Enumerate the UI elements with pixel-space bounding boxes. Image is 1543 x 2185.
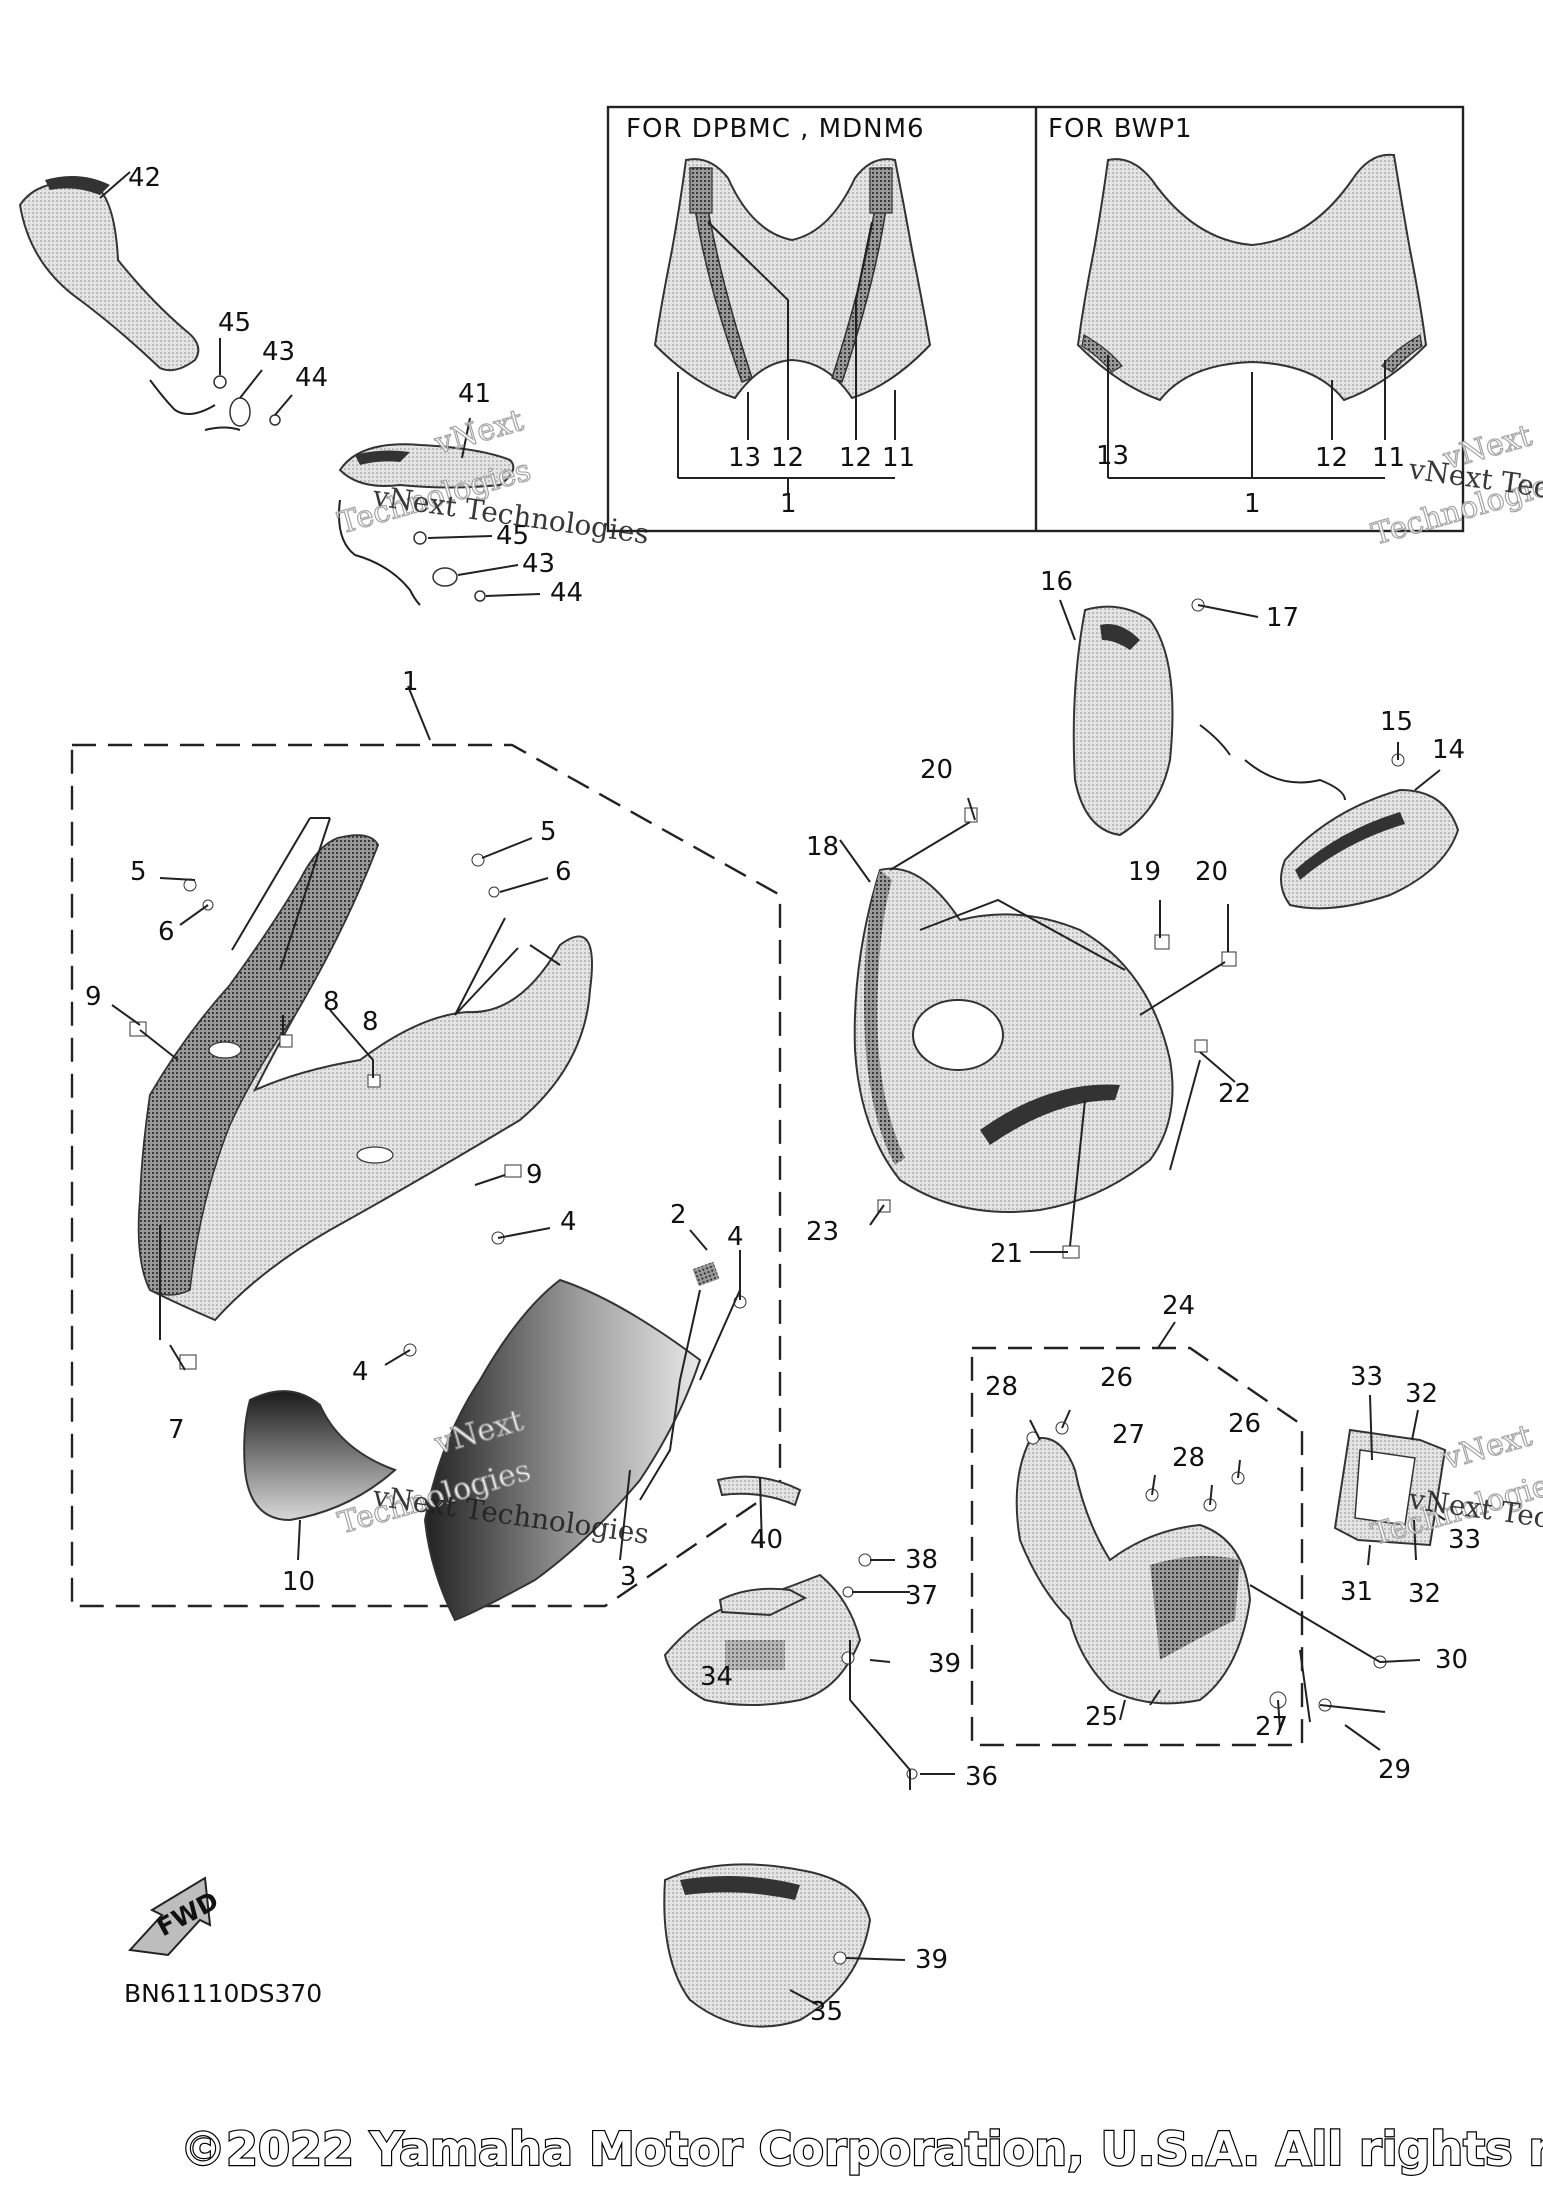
- svg-text:28: 28: [1172, 1443, 1205, 1473]
- lower-under-cover: 39 35: [663, 1863, 948, 2028]
- svg-text:7: 7: [168, 1415, 185, 1445]
- svg-text:2: 2: [670, 1200, 687, 1230]
- svg-text:10: 10: [282, 1567, 315, 1597]
- lower-lip: [243, 1390, 397, 1522]
- variant-box: FOR DPBMC , MDNM6 FOR BWP1 13 12 12 11 1…: [606, 105, 1465, 533]
- svg-text:33: 33: [1350, 1362, 1383, 1392]
- svg-text:4: 4: [727, 1222, 744, 1252]
- copyright-notice: ©2022 Yamaha Motor Corporation, U.S.A. A…: [180, 2122, 1543, 2176]
- svg-text:20: 20: [1195, 857, 1228, 887]
- upper-cowling-variant-2: [1076, 153, 1428, 402]
- svg-text:30: 30: [1435, 1645, 1468, 1675]
- diagram-code: BN61110DS370: [124, 1979, 322, 2008]
- svg-text:14: 14: [1432, 735, 1465, 765]
- svg-text:11: 11: [882, 443, 915, 473]
- svg-text:44: 44: [295, 363, 328, 393]
- svg-text:3: 3: [620, 1562, 637, 1592]
- under-cover-assembly: 40 38 37 39 34 36: [663, 1475, 998, 1792]
- upper-cowling-assembly: 1 5 6 5 6 9 8 8 9 4 2 4: [70, 667, 782, 1622]
- svg-text:12: 12: [771, 443, 804, 473]
- variant-header-1: FOR DPBMC , MDNM6: [626, 114, 925, 144]
- svg-text:12: 12: [839, 443, 872, 473]
- svg-text:26: 26: [1100, 1363, 1133, 1393]
- svg-text:vNext: vNext: [1439, 1418, 1536, 1477]
- svg-text:8: 8: [323, 987, 340, 1017]
- svg-text:13: 13: [728, 443, 761, 473]
- svg-text:13: 13: [1096, 441, 1129, 471]
- svg-text:31: 31: [1340, 1577, 1373, 1607]
- fwd-arrow-icon: FWD: [127, 1876, 223, 1957]
- svg-text:34: 34: [700, 1662, 733, 1692]
- svg-text:6: 6: [555, 857, 572, 887]
- svg-text:1: 1: [402, 667, 419, 697]
- svg-text:32: 32: [1408, 1579, 1441, 1609]
- mirror-assembly-left: 42 45 43 44: [18, 163, 328, 431]
- svg-text:33: 33: [1448, 1525, 1481, 1555]
- svg-text:26: 26: [1228, 1409, 1261, 1439]
- svg-text:19: 19: [1128, 857, 1161, 887]
- svg-text:43: 43: [262, 337, 295, 367]
- variant-2-callouts: 13 12 11 1: [1096, 441, 1405, 519]
- svg-text:17: 17: [1266, 603, 1299, 633]
- svg-text:36: 36: [965, 1762, 998, 1792]
- svg-text:18: 18: [806, 832, 839, 862]
- svg-text:24: 24: [1162, 1291, 1195, 1321]
- svg-text:35: 35: [810, 1997, 843, 2027]
- svg-text:5: 5: [130, 857, 147, 887]
- svg-text:1: 1: [1244, 489, 1261, 519]
- svg-text:16: 16: [1040, 567, 1073, 597]
- headlight-stay: 18 20 19 20 22 23 21: [806, 755, 1251, 1269]
- svg-text:4: 4: [560, 1207, 577, 1237]
- svg-text:29: 29: [1378, 1755, 1411, 1785]
- svg-text:45: 45: [218, 308, 251, 338]
- headlight-assembly: 16 17 15 14: [1040, 567, 1465, 910]
- svg-text:21: 21: [990, 1239, 1023, 1269]
- svg-text:39: 39: [915, 1945, 948, 1975]
- svg-text:25: 25: [1085, 1702, 1118, 1732]
- svg-text:8: 8: [362, 1007, 379, 1037]
- svg-text:22: 22: [1218, 1079, 1251, 1109]
- upper-cowling-variant-1: [653, 158, 932, 400]
- svg-text:40: 40: [750, 1525, 783, 1555]
- svg-text:23: 23: [806, 1217, 839, 1247]
- svg-text:1: 1: [780, 489, 797, 519]
- windscreen: [423, 1278, 702, 1622]
- svg-text:4: 4: [352, 1357, 369, 1387]
- svg-text:38: 38: [905, 1545, 938, 1575]
- svg-text:41: 41: [458, 379, 491, 409]
- svg-text:27: 27: [1255, 1712, 1288, 1742]
- mirror-assembly-right: 41 45 43 44: [338, 379, 583, 608]
- svg-text:9: 9: [526, 1160, 543, 1190]
- svg-text:32: 32: [1405, 1379, 1438, 1409]
- svg-text:42: 42: [128, 163, 161, 193]
- svg-text:15: 15: [1380, 707, 1413, 737]
- svg-text:11: 11: [1372, 443, 1405, 473]
- variant-1-callouts: 13 12 12 11 1: [728, 443, 915, 519]
- variant-header-2: FOR BWP1: [1048, 114, 1193, 144]
- svg-text:43: 43: [522, 549, 555, 579]
- svg-text:45: 45: [496, 521, 529, 551]
- svg-text:5: 5: [540, 817, 557, 847]
- inner-panel-assembly: 24 28 26 27 28 26 30 25 27 29: [970, 1291, 1468, 1785]
- svg-text:28: 28: [985, 1372, 1018, 1402]
- svg-text:44: 44: [550, 578, 583, 608]
- svg-text:12: 12: [1315, 443, 1348, 473]
- svg-text:6: 6: [158, 917, 175, 947]
- svg-text:9: 9: [85, 982, 102, 1012]
- svg-text:27: 27: [1112, 1420, 1145, 1450]
- svg-text:39: 39: [928, 1649, 961, 1679]
- svg-text:37: 37: [905, 1581, 938, 1611]
- side-panel: 33 32 33 31 32: [1333, 1362, 1481, 1609]
- svg-text:20: 20: [920, 755, 953, 785]
